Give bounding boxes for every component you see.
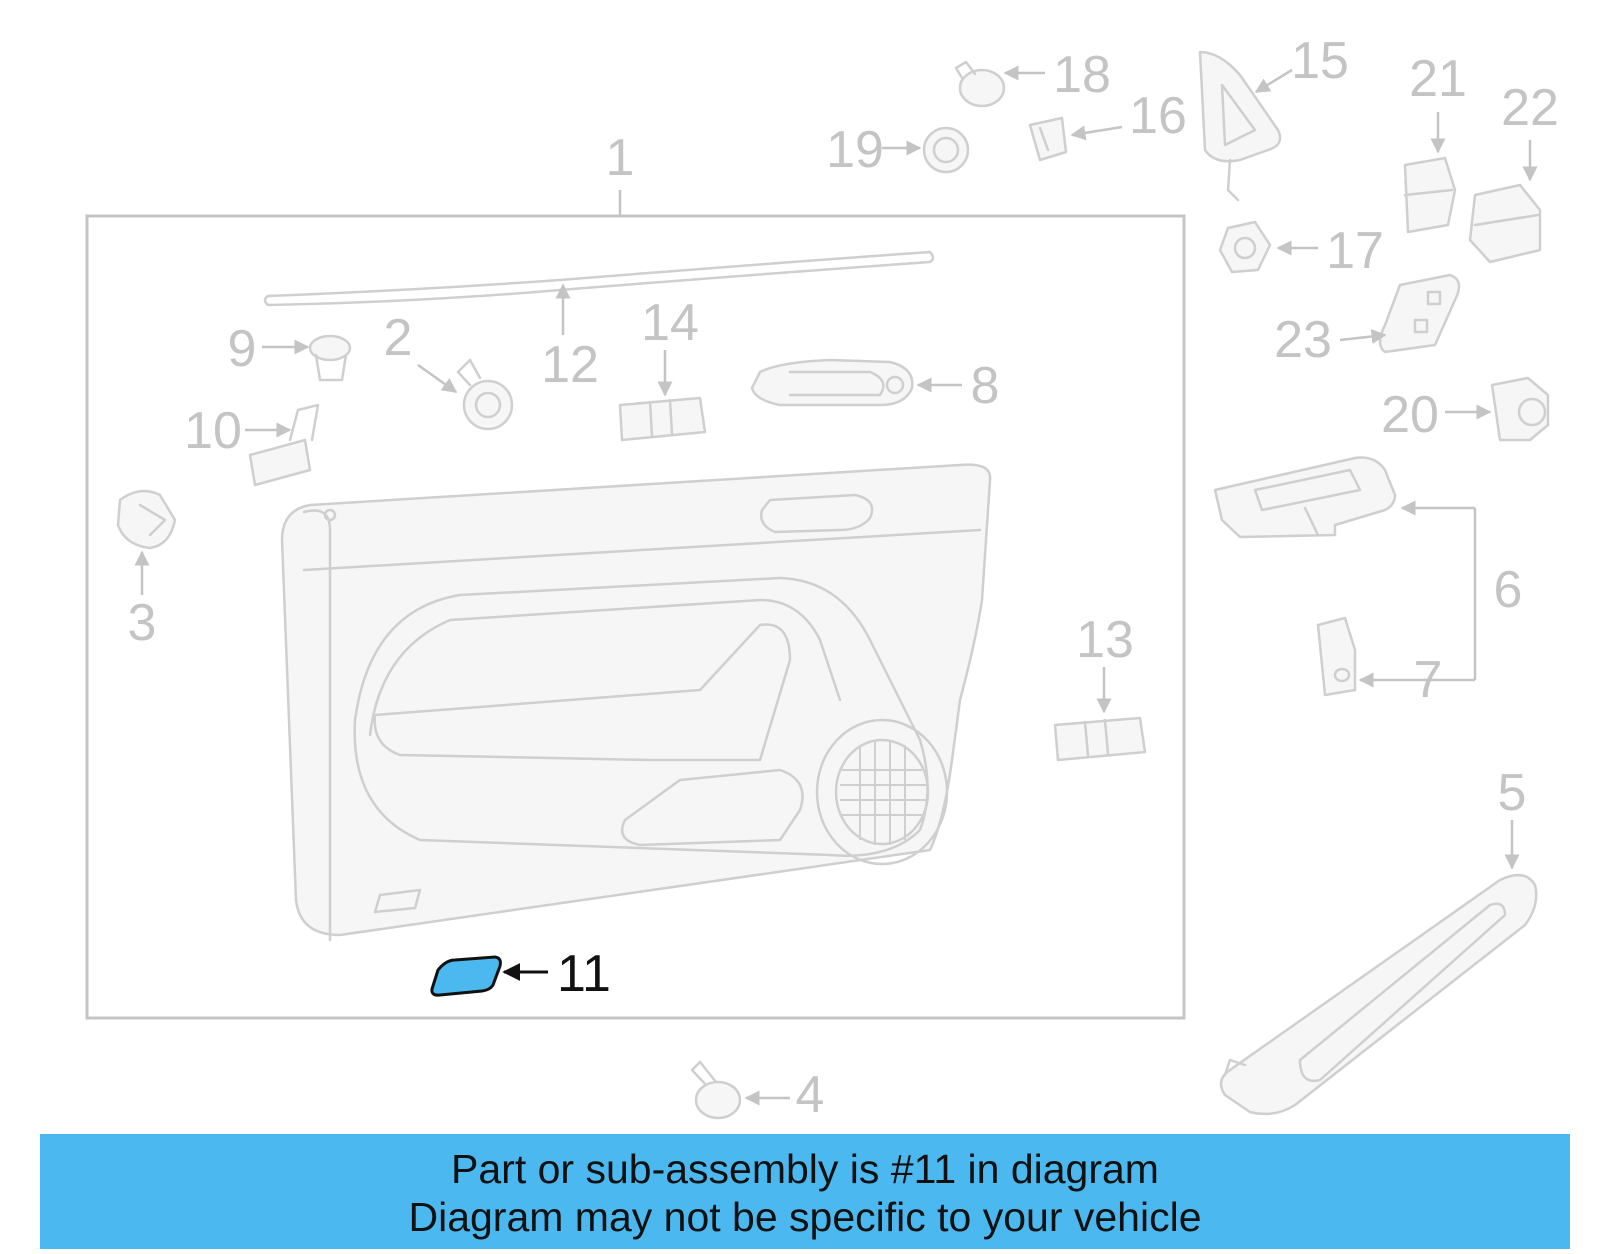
bracket-part-10 bbox=[248, 403, 320, 487]
callout-23: 23 bbox=[1274, 311, 1332, 369]
callout-12: 12 bbox=[541, 336, 599, 394]
callout-3: 3 bbox=[128, 594, 157, 652]
callout-2: 2 bbox=[384, 309, 413, 367]
assembly-frame bbox=[85, 214, 1186, 1020]
callout-19: 19 bbox=[826, 121, 884, 179]
callout-10: 10 bbox=[184, 402, 242, 460]
callout-21: 21 bbox=[1409, 50, 1467, 108]
switch-bezel-part-6 bbox=[1213, 456, 1397, 539]
clip-part-7 bbox=[1316, 616, 1357, 697]
callout-13: 13 bbox=[1076, 611, 1134, 669]
leader-23 bbox=[1339, 329, 1387, 344]
knob-part-20 bbox=[1490, 376, 1550, 442]
callout-20: 20 bbox=[1381, 386, 1439, 444]
push-pin-part-2 bbox=[456, 358, 514, 431]
callout-16: 16 bbox=[1129, 87, 1187, 145]
switch-part-21 bbox=[1403, 156, 1457, 234]
door-trim-panel bbox=[280, 463, 992, 942]
callout-1: 1 bbox=[606, 129, 635, 187]
callout-4: 4 bbox=[796, 1066, 825, 1124]
callout-18: 18 bbox=[1053, 46, 1111, 104]
banner-line-1: Part or sub-assembly is #11 in diagram bbox=[451, 1146, 1159, 1192]
callout-14: 14 bbox=[641, 294, 699, 352]
switch-part-14 bbox=[618, 396, 707, 442]
switch-part-13 bbox=[1053, 716, 1147, 762]
callout-5: 5 bbox=[1498, 764, 1527, 822]
leader-2 bbox=[417, 363, 458, 394]
door-pull-part-5 bbox=[1219, 873, 1538, 1116]
leader-16 bbox=[1070, 125, 1123, 141]
callout-15: 15 bbox=[1291, 32, 1349, 90]
clip-part-16 bbox=[1028, 116, 1068, 162]
callout-6: 6 bbox=[1494, 561, 1523, 619]
clip-part-9 bbox=[308, 334, 352, 382]
callout-11: 11 bbox=[557, 945, 611, 1003]
callout-22: 22 bbox=[1501, 79, 1559, 137]
screw-part-4 bbox=[690, 1060, 742, 1120]
inner-handle-part-8 bbox=[750, 358, 914, 407]
clip-part-18 bbox=[954, 60, 1006, 108]
belt-moulding-strip bbox=[263, 250, 935, 307]
callout-17: 17 bbox=[1326, 222, 1384, 280]
callout-8: 8 bbox=[971, 357, 1000, 415]
leader-15 bbox=[1254, 68, 1293, 94]
banner-line-2: Diagram may not be specific to your vehi… bbox=[408, 1194, 1202, 1240]
clip-part-3 bbox=[116, 489, 177, 550]
callout-9: 9 bbox=[228, 320, 257, 378]
nut-part-17 bbox=[1218, 220, 1272, 274]
callout-7: 7 bbox=[1414, 651, 1443, 709]
speaker-cover-part-15 bbox=[1198, 50, 1282, 202]
switch-part-22 bbox=[1468, 183, 1542, 264]
info-banner: Part or sub-assembly is #11 in diagram D… bbox=[40, 1134, 1570, 1249]
switch-part-23 bbox=[1378, 273, 1461, 354]
highlighted-part-11 bbox=[430, 955, 502, 997]
grommet-part-19 bbox=[922, 126, 970, 174]
